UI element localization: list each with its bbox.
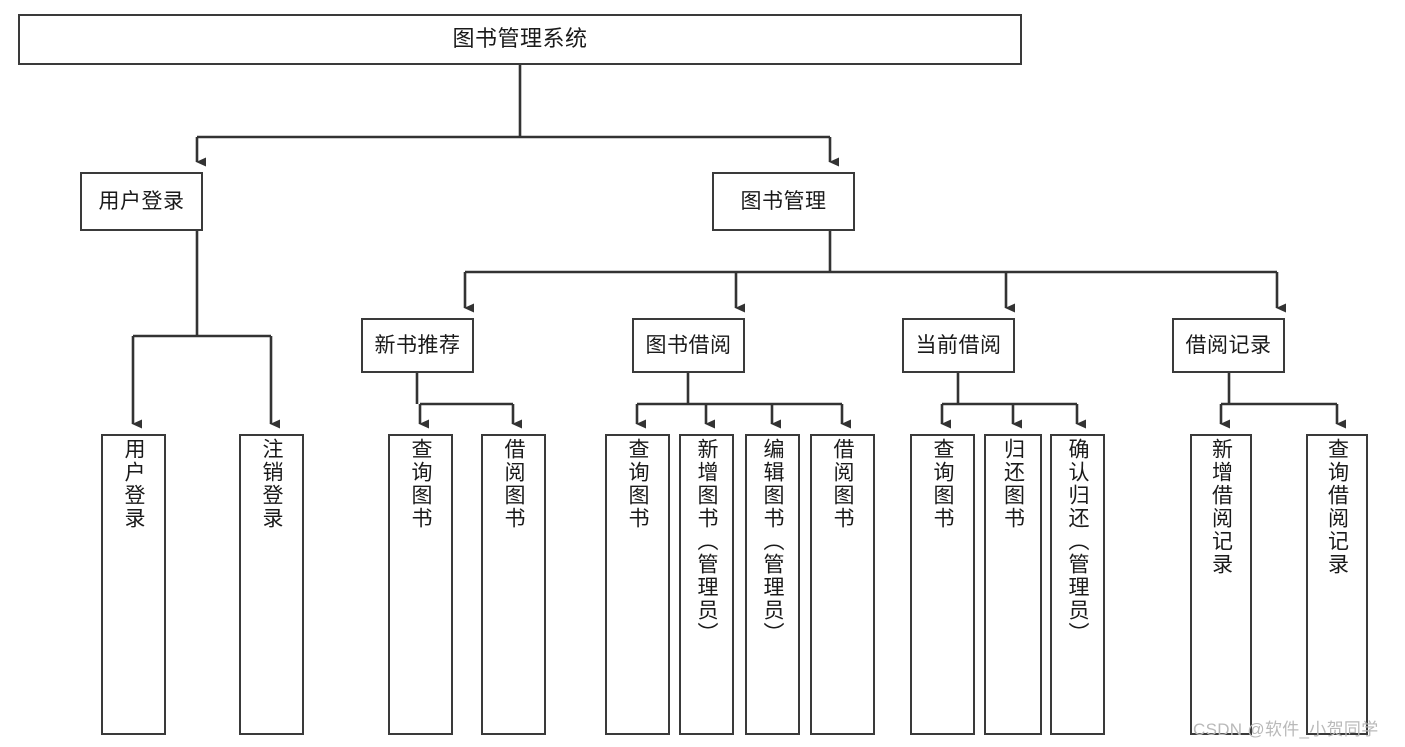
node-leaf-confirm-return[interactable]: 确认归还（管理员） (1050, 434, 1105, 735)
node-leaf-query-book-3[interactable]: 查询图书 (910, 434, 975, 735)
node-leaf-logout[interactable]: 注销登录 (239, 434, 304, 735)
node-label-borrow-record: 借阅记录 (1185, 333, 1272, 357)
node-label-book-management: 图书管理 (740, 189, 827, 213)
node-label-leaf-edit-book: 编辑图书（管理员） (761, 438, 784, 645)
node-leaf-query-book-1[interactable]: 查询图书 (388, 434, 453, 735)
node-label-leaf-logout: 注销登录 (260, 438, 283, 530)
node-leaf-borrow-book-1[interactable]: 借阅图书 (481, 434, 546, 735)
node-leaf-return-book[interactable]: 归还图书 (984, 434, 1042, 735)
node-label-leaf-confirm-return: 确认归还（管理员） (1066, 438, 1089, 645)
node-user-login[interactable]: 用户登录 (80, 172, 203, 231)
csdn-watermark: CSDN @软件_小贺同学 (1193, 720, 1379, 739)
node-current-borrow[interactable]: 当前借阅 (902, 318, 1015, 373)
node-label-book-borrow: 图书借阅 (645, 333, 732, 357)
node-leaf-query-record[interactable]: 查询借阅记录 (1306, 434, 1368, 735)
node-book-management[interactable]: 图书管理 (712, 172, 855, 231)
node-label-user-login: 用户登录 (98, 189, 185, 213)
node-label-current-borrow: 当前借阅 (915, 333, 1002, 357)
node-label-leaf-query-book-3: 查询图书 (931, 438, 954, 530)
node-label-leaf-borrow-book-1: 借阅图书 (502, 438, 525, 530)
node-leaf-borrow-book-2[interactable]: 借阅图书 (810, 434, 875, 735)
node-label-leaf-query-book-1: 查询图书 (409, 438, 432, 530)
node-new-book-recommend[interactable]: 新书推荐 (361, 318, 474, 373)
node-leaf-add-record[interactable]: 新增借阅记录 (1190, 434, 1252, 735)
node-borrow-record[interactable]: 借阅记录 (1172, 318, 1285, 373)
node-label-leaf-query-record: 查询借阅记录 (1325, 438, 1349, 576)
node-label-leaf-query-book-2: 查询图书 (626, 438, 649, 530)
node-leaf-add-book[interactable]: 新增图书（管理员） (679, 434, 734, 735)
node-leaf-query-book-2[interactable]: 查询图书 (605, 434, 670, 735)
node-root-system[interactable]: 图书管理系统 (18, 14, 1022, 65)
node-label-new-book-recommend: 新书推荐 (374, 333, 461, 357)
node-label-leaf-borrow-book-2: 借阅图书 (831, 438, 854, 530)
node-label-root: 图书管理系统 (452, 26, 588, 52)
node-book-borrow[interactable]: 图书借阅 (632, 318, 745, 373)
node-label-leaf-add-book: 新增图书（管理员） (695, 438, 718, 645)
node-leaf-edit-book[interactable]: 编辑图书（管理员） (745, 434, 800, 735)
node-label-leaf-return-book: 归还图书 (1001, 438, 1025, 530)
node-label-leaf-add-record: 新增借阅记录 (1209, 438, 1233, 576)
node-label-leaf-user-login: 用户登录 (122, 438, 145, 530)
node-leaf-user-login[interactable]: 用户登录 (101, 434, 166, 735)
